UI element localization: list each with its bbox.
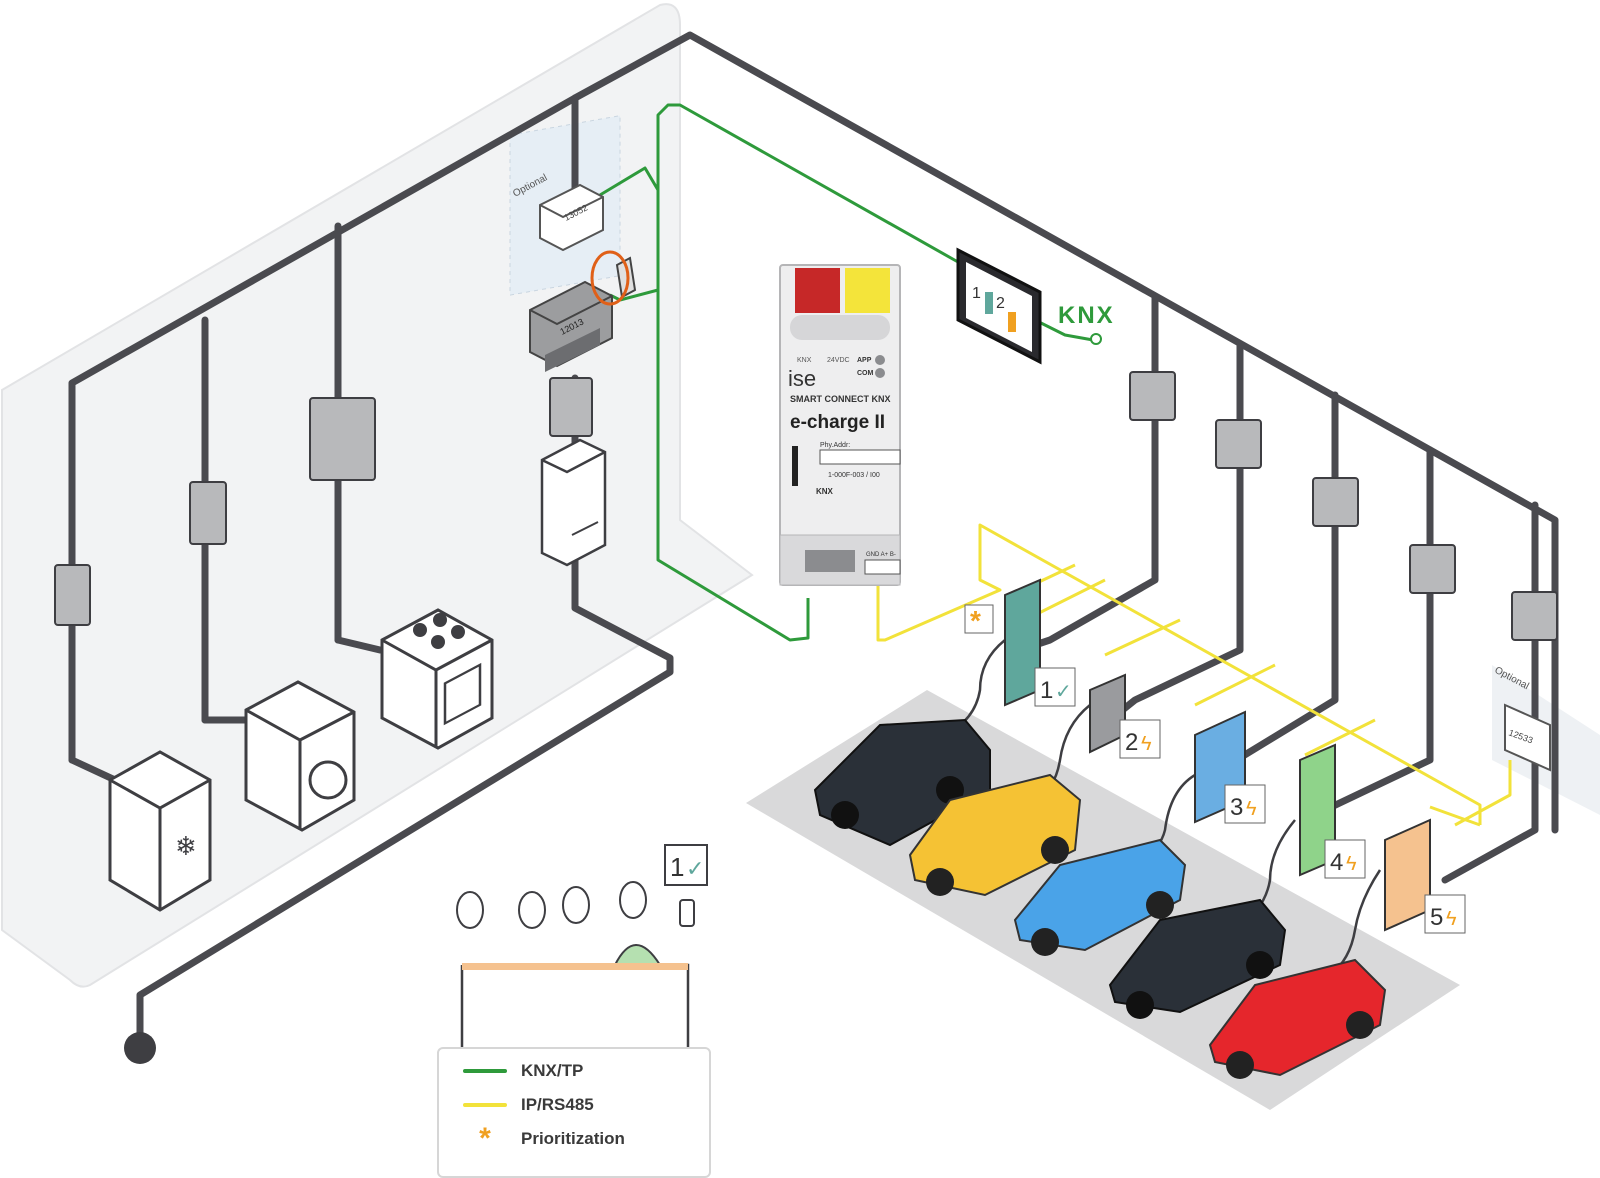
station-2: 2 ϟ [1089,673,1161,759]
legend-label-ip-rs485: IP/RS485 [521,1095,594,1114]
station-number-2: 2 [1125,729,1138,756]
station-1-check-icon: ✓ [1055,681,1072,703]
station-5-bolt-icon: ϟ [1446,908,1457,930]
device-phy-addr-label: Phy.Addr: [820,442,850,449]
station-4-bolt-icon: ϟ [1346,853,1357,875]
people-group [456,881,695,966]
station-4: 4 ϟ [1299,743,1366,879]
water-heater [540,438,607,567]
device-bottom-logo: KNX [816,487,834,496]
station-number-1: 1 [1040,677,1053,704]
device-led-com: COM [857,370,874,377]
legend-swatch-yellow [463,1103,507,1107]
station-3-bolt-icon: ϟ [1246,798,1257,820]
panel-slot-1: 1 [972,285,981,302]
e-charge-device: KNX 24VDC APP COM ise SMART CONNECT KNX … [779,264,901,586]
car-4 [1108,898,1287,1019]
legend-item-prioritization: * Prioritization [463,1122,625,1155]
stove-icon [380,608,494,750]
device-serial: 1-000F-003 / I00 [828,472,880,479]
station-number-4: 4 [1330,849,1343,876]
device-product-name: e-charge II [790,412,885,433]
snowflake-icon: ❄ [175,831,197,861]
car-2 [908,773,1082,897]
washing-machine-icon [244,680,356,832]
station-3: 3 ϟ [1194,710,1266,824]
device-port-knx: KNX [797,357,812,364]
legend-swatch-green [463,1069,507,1073]
legend-item-ip-rs485: IP/RS485 [463,1095,594,1115]
station-1: * 1 ✓ [964,578,1076,707]
legend-item-knx-tp: KNX/TP [463,1061,583,1081]
grid-connection-point [124,1032,156,1064]
touch-panel: 1 2 [956,247,1042,365]
prioritization-star-icon: * [970,605,981,636]
station-2-bolt-icon: ϟ [1141,733,1152,755]
phone-badge: 1 ✓ [664,844,708,886]
breakers [54,371,1558,641]
legend: KNX/TP IP/RS485 * Prioritization [437,1047,711,1178]
prioritization-star-icon: * [479,1122,491,1155]
main-meter: 12013 [529,250,637,372]
station-number-3: 3 [1230,794,1243,821]
station-5: 5 ϟ [1384,818,1466,934]
device-terminal-labels: GND A+ B- [866,552,896,558]
car-5 [1208,958,1387,1079]
legend-label-prioritization: Prioritization [521,1129,625,1148]
car-3 [1013,838,1187,956]
phone-badge-number: 1 [670,852,684,882]
knx-bus-terminal [1090,333,1102,345]
knx-logo: KNX [1058,302,1115,329]
panel-slot-2: 2 [996,295,1005,312]
device-led-app: APP [857,357,872,364]
counter [460,963,690,1048]
device-port-24vdc: 24VDC [827,357,850,364]
phone-badge-check-icon: ✓ [686,856,704,881]
device-product-line: SMART CONNECT KNX [790,394,891,404]
legend-label-knx-tp: KNX/TP [521,1061,584,1080]
device-brand: ise [788,366,816,391]
station-number-5: 5 [1430,904,1443,931]
fridge-icon: ❄ [108,750,212,912]
